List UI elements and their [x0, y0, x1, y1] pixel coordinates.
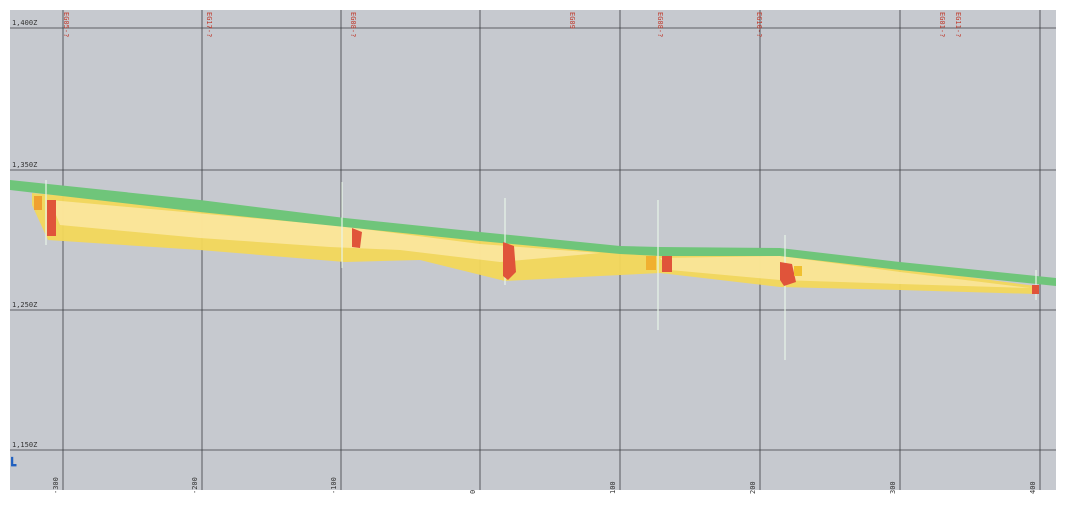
assay-interval [503, 242, 516, 280]
ore-zone-lens-light-east [660, 256, 1030, 288]
drillhole-label: EG01-? [938, 12, 946, 38]
assay-interval [1032, 285, 1039, 294]
distance-label: 300 [889, 481, 897, 494]
assay-interval [780, 262, 796, 286]
drillhole-label: EG05-? [62, 12, 70, 38]
elevation-label: 1,150Z [12, 441, 38, 449]
elevation-label: 1,400Z [12, 19, 38, 27]
ore-zone-lens-light [50, 200, 600, 262]
distance-label: 200 [749, 481, 757, 494]
assay-interval [34, 196, 42, 210]
distance-label: 400 [1029, 481, 1037, 494]
drillhole-label: EG09 [568, 12, 576, 29]
assay-interval [794, 266, 802, 276]
elevation-label: 1,350Z [12, 161, 38, 169]
drillhole-label: EG08-? [656, 12, 664, 38]
drillhole-label: EG10-? [755, 12, 763, 38]
distance-label: -300 [52, 477, 60, 494]
drillhole-label: EG08-? [349, 12, 357, 38]
distance-label: 0 [469, 489, 477, 494]
assay-interval [47, 200, 56, 236]
distance-label: -100 [330, 477, 338, 494]
drillhole-label: EG11-? [954, 12, 962, 38]
assay-interval [646, 256, 656, 270]
elevation-label: 1,250Z [12, 301, 38, 309]
axis-orientation-icon: ┗ [8, 458, 17, 474]
distance-label: -200 [191, 477, 199, 494]
assay-interval [352, 228, 362, 248]
assay-interval [662, 256, 672, 272]
distance-label: 100 [609, 481, 617, 494]
drillhole-label: EG17-? [205, 12, 213, 38]
